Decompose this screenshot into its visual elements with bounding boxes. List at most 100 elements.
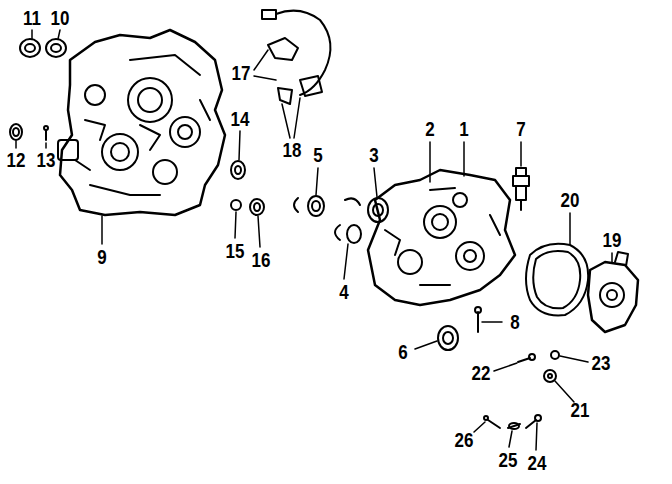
leader-line (254, 50, 268, 70)
callout-number: 13 (37, 150, 56, 170)
seals-bearings (345, 198, 360, 205)
leader-line (58, 30, 60, 39)
callout-number: 21 (571, 400, 590, 420)
callout-number: 12 (7, 150, 26, 170)
callout-number: 26 (455, 430, 474, 450)
clutch-housing (456, 242, 484, 270)
callout-number: 9 (97, 247, 106, 267)
end-cover (607, 290, 617, 300)
switch-and-bolts (516, 168, 526, 176)
callout-number: 10 (51, 8, 70, 28)
leader-line (415, 341, 437, 349)
leader-line (101, 216, 103, 244)
gasket (533, 251, 580, 308)
switch-and-bolts (475, 168, 559, 429)
leader-line (16, 30, 612, 450)
switch-and-bolts (520, 200, 522, 210)
leader-line (555, 381, 574, 402)
callout-number: 20 (561, 190, 580, 210)
callout-number: 7 (516, 119, 525, 139)
seals-bearings (294, 198, 298, 212)
leader-line (239, 131, 240, 160)
seals-bearings (231, 200, 241, 210)
leader-line (31, 30, 33, 39)
end-cover (588, 252, 638, 332)
leader-line (482, 321, 502, 323)
seals-bearings (10, 39, 458, 350)
switch-and-bolts (477, 312, 479, 332)
seals-bearings (438, 326, 458, 350)
callout-number: 6 (398, 342, 407, 362)
switch-and-bolts (508, 424, 520, 428)
leader-line (344, 244, 348, 279)
seals-bearings (235, 166, 241, 174)
transmission-case (170, 117, 200, 147)
leader-line (374, 168, 377, 197)
seals-bearings (45, 130, 47, 140)
clutch-housing (398, 250, 422, 274)
leader-line (463, 142, 465, 176)
switch-and-bolts (526, 420, 536, 428)
seals-bearings (51, 44, 61, 52)
callout-number: 5 (313, 145, 322, 165)
clutch-housing (368, 170, 515, 305)
leader-line (520, 142, 522, 166)
transmission-case (138, 88, 162, 112)
transmission-case (111, 143, 129, 161)
callout-number: 23 (592, 353, 611, 373)
end-cover (600, 283, 624, 307)
seals-bearings (254, 203, 260, 211)
switch-and-bolts (484, 416, 488, 420)
transmission-case (102, 134, 138, 170)
sensor-harness (276, 11, 330, 95)
leader-line (429, 142, 431, 182)
callout-number: 17 (232, 63, 251, 83)
transmission-case (60, 30, 225, 215)
callout-number: 1 (459, 119, 468, 139)
leader-line (474, 422, 485, 432)
seals-bearings (373, 204, 383, 216)
sensor-harness (300, 76, 322, 96)
switch-and-bolts (518, 358, 530, 362)
seals-bearings (347, 225, 361, 243)
switch-and-bolts (509, 423, 519, 429)
leader-line (235, 212, 236, 238)
gasket (526, 244, 588, 316)
switch-and-bolts (548, 374, 552, 378)
seals-bearings (335, 225, 340, 240)
sensor-harness (262, 10, 276, 19)
switch-and-bolts (475, 307, 481, 313)
leader-line (611, 253, 613, 262)
switch-and-bolts (516, 186, 526, 200)
callout-number: 19 (603, 230, 622, 250)
leader-line (282, 104, 290, 138)
leader-line (294, 98, 300, 138)
callout-number: 14 (231, 109, 250, 129)
seals-bearings (312, 201, 320, 211)
transmission-case (128, 78, 172, 122)
seals-bearings (368, 198, 388, 222)
callout-number: 3 (369, 145, 378, 165)
seals-bearings (231, 161, 245, 179)
clutch-housing (464, 250, 476, 262)
seals-bearings (13, 128, 19, 136)
callout-number: 24 (528, 453, 547, 473)
sensor-harness (262, 10, 330, 104)
seals-bearings (20, 39, 40, 57)
transmission-case (58, 140, 78, 160)
leader-line (560, 356, 588, 362)
clutch-housing (453, 193, 467, 207)
transmission-case (75, 55, 210, 195)
clutch-housing (424, 206, 456, 238)
switch-and-bolts (544, 370, 556, 382)
clutch-housing (432, 214, 448, 230)
leader-line (258, 216, 260, 247)
leader-line (569, 213, 571, 244)
leader-line (45, 143, 47, 148)
transmission-case (153, 160, 177, 184)
clutch-housing (385, 188, 500, 285)
callout-number: 4 (339, 282, 348, 302)
sensor-harness (278, 88, 292, 104)
leader-line (254, 76, 276, 80)
